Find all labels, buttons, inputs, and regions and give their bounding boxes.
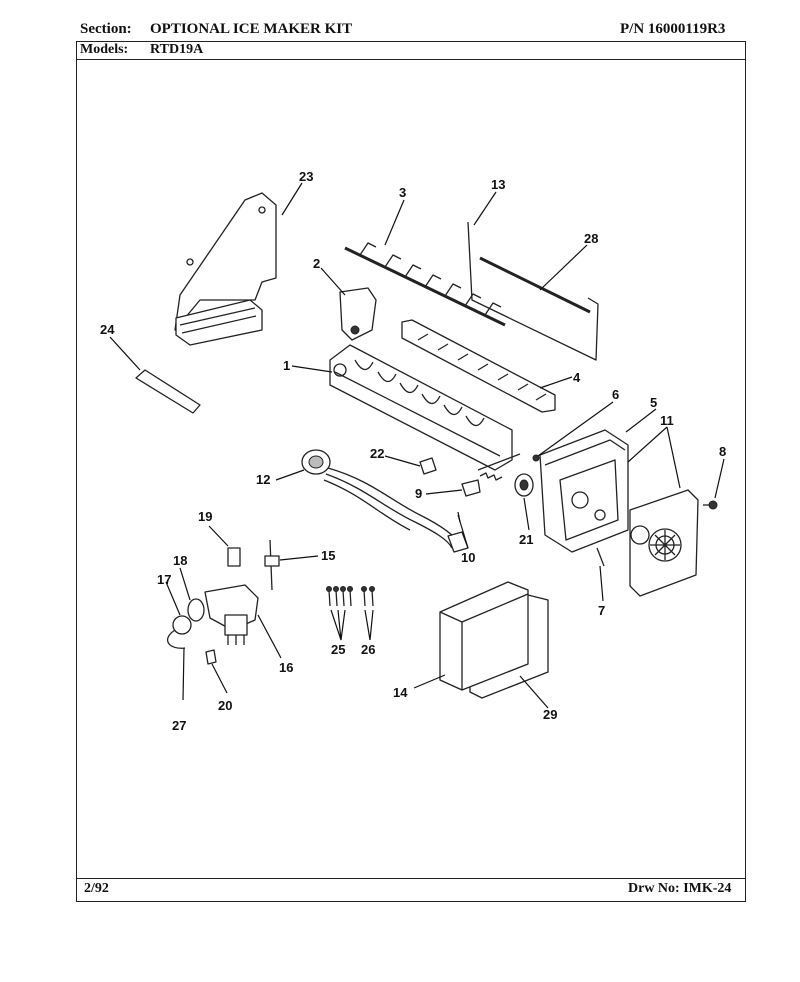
header-divider — [76, 59, 746, 60]
callout-17: 17 — [157, 572, 171, 587]
callout-12: 12 — [256, 472, 270, 487]
part-24-tube — [135, 369, 201, 414]
callout-18: 18 — [173, 553, 187, 568]
callout-25: 25 — [331, 642, 345, 657]
callout-4: 4 — [573, 370, 581, 385]
callout-16: 16 — [279, 660, 293, 675]
part-14-29-bin — [439, 581, 549, 699]
parts-15-19-fittings — [227, 539, 280, 591]
part-12-harness — [301, 449, 469, 553]
callout-1: 1 — [283, 358, 290, 373]
parts-25-26-screws — [326, 586, 375, 607]
callout-23: 23 — [299, 169, 313, 184]
callout-24: 24 — [100, 322, 115, 337]
part-13-28-arm — [467, 221, 599, 361]
drawing-frame — [76, 41, 746, 902]
footer-divider — [76, 878, 746, 879]
callout-5: 5 — [650, 395, 657, 410]
callout-22: 22 — [370, 446, 384, 461]
callout-21: 21 — [519, 532, 533, 547]
callout-28: 28 — [584, 231, 598, 246]
callout-8: 8 — [719, 444, 726, 459]
callout-2: 2 — [313, 256, 320, 271]
parts-7-8-screws — [596, 500, 718, 567]
part-3-ejector — [344, 242, 506, 327]
part-5-housing — [539, 429, 629, 553]
callout-13: 13 — [491, 177, 505, 192]
callout-7: 7 — [598, 603, 605, 618]
callout-15: 15 — [321, 548, 335, 563]
callout-3: 3 — [399, 185, 406, 200]
leader-lines — [109, 182, 725, 709]
part-23-shield — [174, 192, 277, 346]
footer-date: 2/92 — [84, 881, 109, 896]
callout-26: 26 — [361, 642, 375, 657]
callout-9: 9 — [415, 486, 422, 501]
part-16-water-valve — [166, 584, 259, 665]
models-value: RTD19A — [150, 42, 204, 57]
callout-6: 6 — [612, 387, 619, 402]
models-label: Models: — [80, 42, 129, 57]
part-1-mold — [329, 344, 513, 471]
callout-29: 29 — [543, 707, 557, 722]
part-2-bracket — [339, 287, 377, 341]
callout-11: 11 — [660, 413, 674, 428]
callout-10: 10 — [461, 550, 475, 565]
callout-19: 19 — [198, 509, 212, 524]
section-value: OPTIONAL ICE MAKER KIT — [150, 21, 353, 37]
part-11-motor — [629, 489, 699, 597]
callout-20: 20 — [218, 698, 232, 713]
small-parts-9-10-22-21-6 — [419, 453, 540, 523]
callout-14: 14 — [393, 685, 408, 700]
callout-27: 27 — [172, 718, 186, 733]
part-4-stripper — [401, 319, 556, 413]
section-label: Section: — [80, 21, 132, 37]
drawing-number: Drw No: IMK-24 — [628, 881, 732, 896]
part-number: P/N 16000119R3 — [620, 21, 726, 37]
